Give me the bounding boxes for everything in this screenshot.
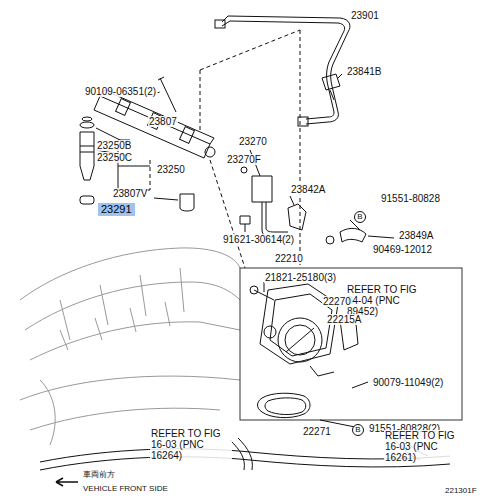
part-number: 22215A <box>326 314 362 325</box>
part-number: 23849A <box>398 230 434 241</box>
part-number: 23250C <box>96 152 133 163</box>
part-number: 91621-30614(2) <box>222 234 295 245</box>
part-number: 90109-06351(2) <box>84 86 157 97</box>
reference-note: REFER TO FIG 16-03 (PNC 16264) <box>150 428 232 461</box>
part-number: 21821-25180(3) <box>264 272 337 283</box>
part-number: 91551-80828 <box>380 193 441 204</box>
circled-symbol: B <box>352 424 364 436</box>
part-number: 90469-12012 <box>372 244 433 255</box>
reference-note: REFER TO FIG 84-04 (PNC 89452) <box>346 284 426 317</box>
part-number: 23807V <box>112 188 148 199</box>
reference-note: REFER TO FIG 16-03 (PNC 16261) <box>384 430 466 463</box>
part-number: 23250B <box>96 140 132 151</box>
direction-note: VEHICLE FRONT SIDE <box>82 484 169 493</box>
part-number: 23842A <box>290 184 326 195</box>
direction-note: 車両前方 <box>82 470 116 479</box>
part-number: 23901 <box>350 10 380 21</box>
circled-symbol: B <box>354 211 366 223</box>
part-number: 23807 <box>148 116 178 127</box>
part-number: 90079-11049(2) <box>372 377 444 388</box>
part-number: 22271 <box>302 426 332 437</box>
part-number: 23250 <box>156 164 186 175</box>
part-number: 23270 <box>238 136 268 147</box>
part-number: 22270 <box>322 296 352 307</box>
part-number: 23841B <box>346 66 382 77</box>
highlighted-part-number: 23291 <box>98 203 135 216</box>
part-number: 22210 <box>274 253 304 264</box>
part-number: 23270F <box>226 154 262 165</box>
drawing-number: 221301F <box>444 486 478 495</box>
